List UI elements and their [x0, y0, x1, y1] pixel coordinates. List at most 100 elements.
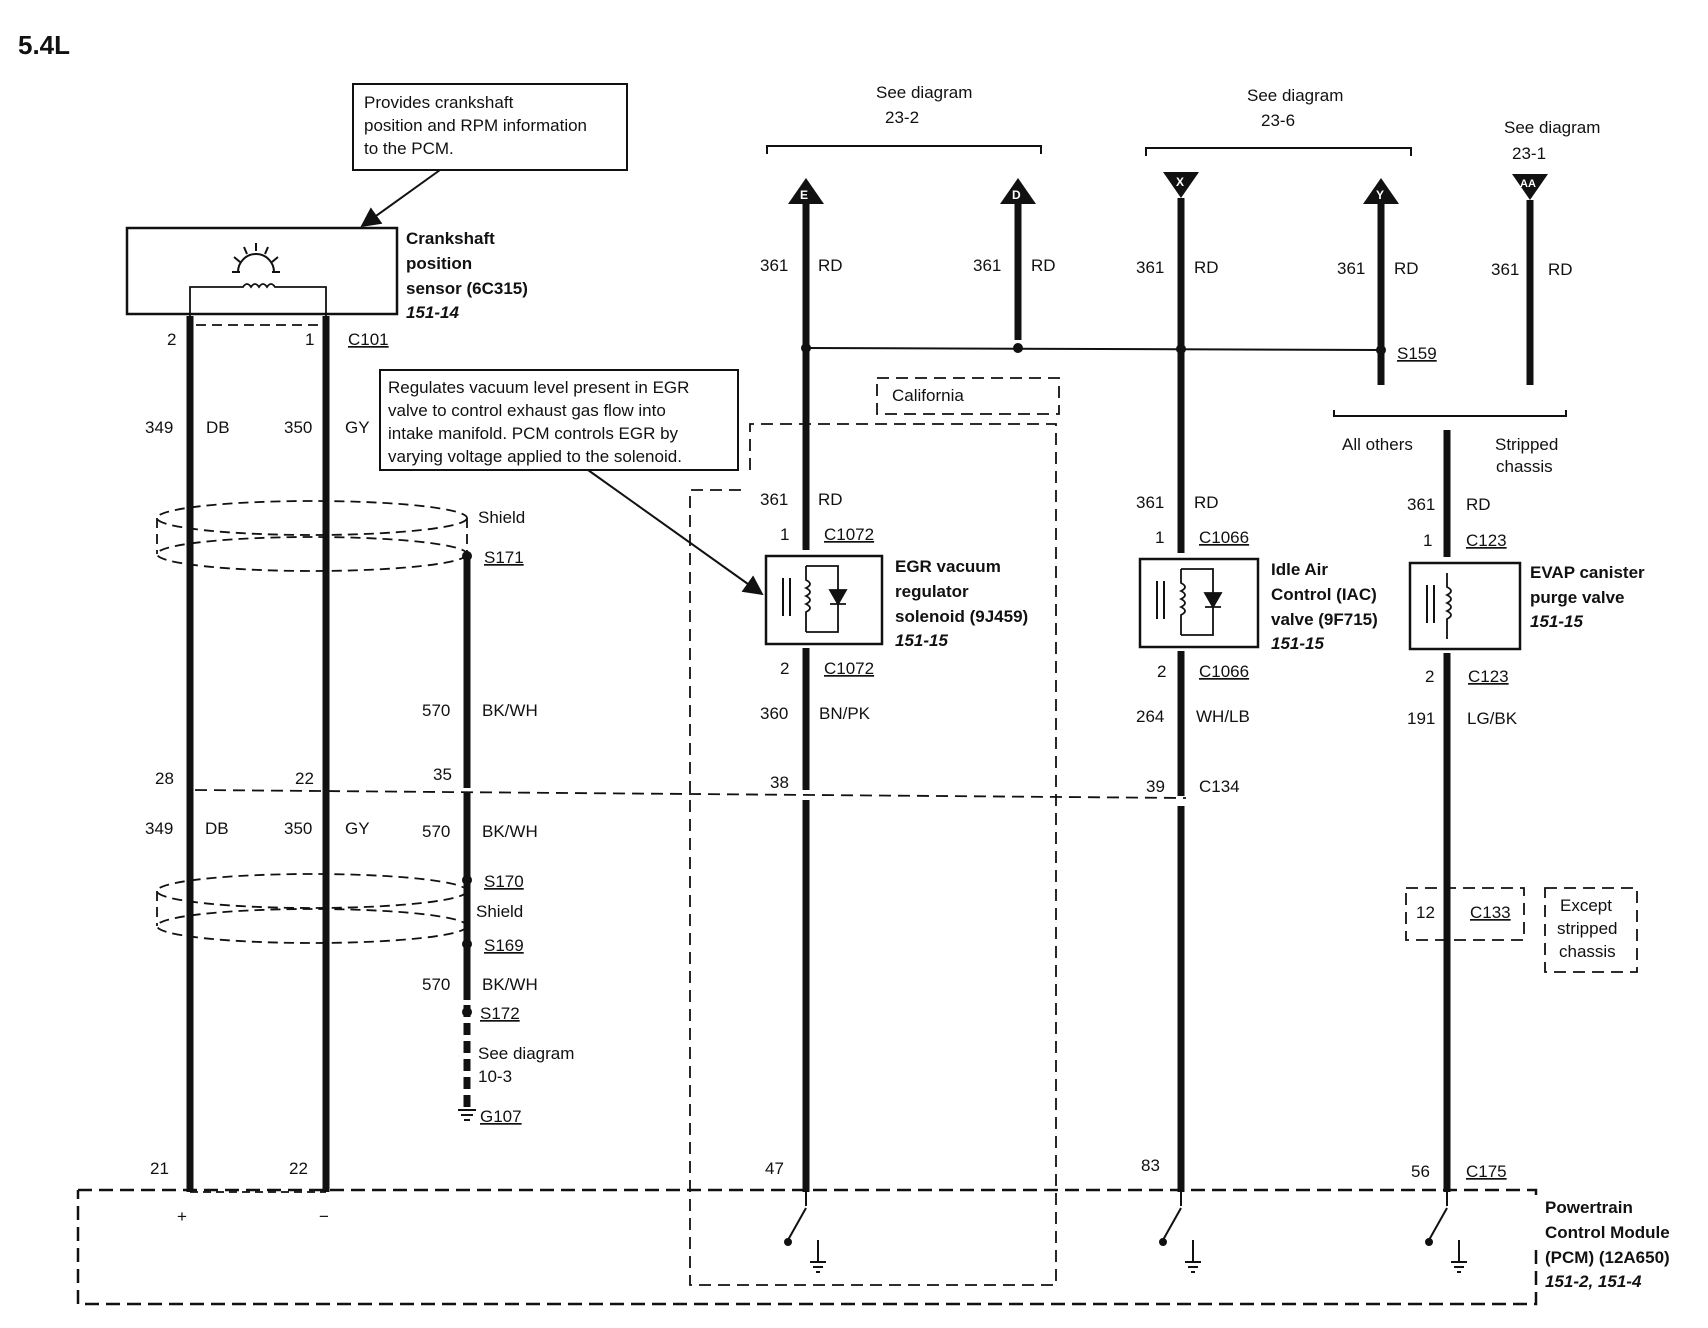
ground-icon [458, 1109, 476, 1121]
connector-y: Y [1363, 178, 1399, 204]
diagram-title: 5.4L [18, 30, 70, 60]
s172-splice [462, 1007, 472, 1017]
s159-label: S159 [1397, 344, 1437, 363]
ckp-pin-2: 2 [167, 330, 176, 349]
evap-pin-2: 2 [1425, 667, 1434, 686]
ground-icon [1185, 1240, 1201, 1273]
s169-splice [462, 939, 472, 949]
splice-e [801, 343, 811, 353]
connector-aa: AA [1512, 174, 1548, 200]
pin-38: 38 [770, 773, 789, 792]
connector-d: D [1000, 178, 1036, 204]
pin-47: 47 [765, 1159, 784, 1178]
iac-name-3: valve (9F715) [1271, 610, 1378, 629]
pin-56: 56 [1411, 1162, 1430, 1181]
connector-e: E [788, 178, 824, 204]
rd-aa: RD [1548, 260, 1573, 279]
evap-c123-bottom: C123 [1468, 667, 1509, 686]
egr-pin-2: 2 [780, 659, 789, 678]
pin-21: 21 [150, 1159, 169, 1178]
pin-12: 12 [1416, 903, 1435, 922]
except-stripped-box [1544, 887, 1638, 973]
pcm-ref: 151-2, 151-4 [1545, 1272, 1642, 1291]
rd-y: RD [1394, 259, 1419, 278]
pcm-box [76, 1188, 1538, 1306]
lgbk: LG/BK [1467, 709, 1518, 728]
connector-x-label: X [1176, 175, 1184, 189]
see-diagram-23-2-line2: 23-2 [885, 108, 919, 127]
c175-label: C175 [1466, 1162, 1507, 1181]
w361-x: 361 [1136, 258, 1164, 277]
minus-sign: − [319, 1207, 329, 1226]
evap-c123-top: C123 [1466, 531, 1507, 550]
pin-39: 39 [1146, 777, 1165, 796]
sensor-coil-icon [189, 283, 327, 316]
california-region [689, 377, 1060, 1286]
s169-label: S169 [484, 936, 524, 955]
iac-pin-2: 2 [1157, 662, 1166, 681]
egr-note-line-4: varying voltage applied to the solenoid. [388, 447, 682, 466]
bracket-23-6 [1145, 147, 1412, 156]
s171-label: S171 [484, 548, 524, 567]
s159-bus [805, 347, 1382, 351]
iac-name-2: Control (IAC) [1271, 585, 1377, 604]
ground-icon [810, 1240, 826, 1273]
egr-note-arrow [587, 469, 764, 596]
w361-evap: 361 [1407, 495, 1435, 514]
pin-83: 83 [1141, 1156, 1160, 1175]
c134-label: C134 [1199, 777, 1240, 796]
w361-aa: 361 [1491, 260, 1519, 279]
gear-icon [232, 243, 280, 273]
w349-top: 349 [145, 418, 173, 437]
evap-pin-1: 1 [1423, 531, 1432, 550]
w361-e: 361 [760, 256, 788, 275]
g107-label: G107 [480, 1107, 522, 1126]
splice-x [1176, 344, 1186, 354]
see-diagram-10-3-line1: See diagram [478, 1044, 574, 1063]
iac-c1066-top: C1066 [1199, 528, 1249, 547]
egr-c1072-top: C1072 [824, 525, 874, 544]
whlb: WH/LB [1196, 707, 1250, 726]
evap-ref: 151-15 [1530, 612, 1583, 631]
egr-note-line-2: valve to control exhaust gas flow into [388, 401, 666, 420]
pcm-name-3: (PCM) (12A650) [1545, 1248, 1670, 1267]
egr-name-3: solenoid (9J459) [895, 607, 1028, 626]
egr-ref: 151-15 [895, 631, 948, 650]
connector-y-label: Y [1376, 188, 1384, 202]
s159-splice [1376, 345, 1386, 355]
w350-top: 350 [284, 418, 312, 437]
shield-label-upper: Shield [478, 508, 525, 527]
s171-splice [462, 551, 472, 561]
w360: 360 [760, 704, 788, 723]
pin-35: 35 [433, 765, 452, 784]
see-diagram-23-6-line2: 23-6 [1261, 111, 1295, 130]
w570-b: 570 [422, 822, 450, 841]
evap-name-1: EVAP canister [1530, 563, 1645, 582]
w361-y: 361 [1337, 259, 1365, 278]
rd-egr: RD [818, 490, 843, 509]
w264: 264 [1136, 707, 1164, 726]
connector-x: X [1163, 172, 1199, 198]
ckp-name-2: position [406, 254, 472, 273]
see-diagram-23-1-line2: 23-1 [1512, 144, 1546, 163]
ckp-ref: 151-14 [406, 303, 459, 322]
egr-name-2: regulator [895, 582, 969, 601]
egr-c1072-bottom: C1072 [824, 659, 874, 678]
connector-e-label: E [800, 188, 808, 202]
gy-top: GY [345, 418, 370, 437]
c101-label: C101 [348, 330, 389, 349]
w361-d: 361 [973, 256, 1001, 275]
stripped-line1: Stripped [1495, 435, 1558, 454]
pcm-switch-iac [1159, 1192, 1182, 1246]
gy-bottom: GY [345, 819, 370, 838]
power-wires [802, 198, 1534, 557]
see-diagram-23-1-line1: See diagram [1504, 118, 1600, 137]
ckp-name-3: sensor (6C315) [406, 279, 528, 298]
ckp-pin-1: 1 [305, 330, 314, 349]
rd-iac: RD [1194, 493, 1219, 512]
bracket-23-2 [766, 145, 1042, 154]
bnpk: BN/PK [819, 704, 871, 723]
db-bottom: DB [205, 819, 229, 838]
stripped-line2: chassis [1496, 457, 1553, 476]
iac-pin-1: 1 [1155, 528, 1164, 547]
